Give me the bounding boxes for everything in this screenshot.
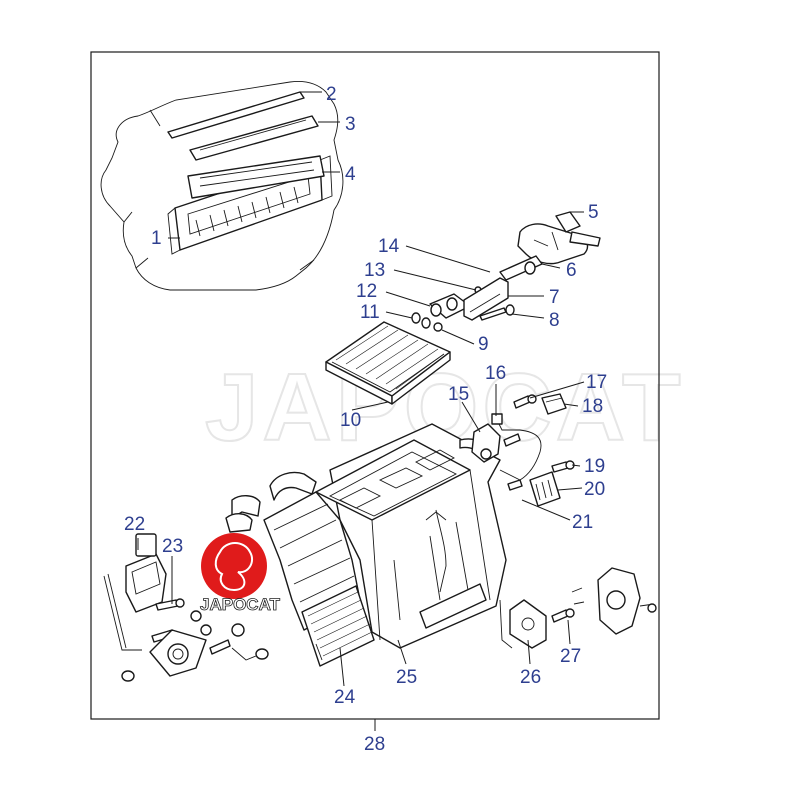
callout-8[interactable]: 8 [549, 310, 560, 331]
callout-4[interactable]: 4 [345, 164, 356, 185]
callout-21[interactable]: 21 [572, 512, 593, 533]
callout-2[interactable]: 2 [326, 84, 337, 105]
callout-15[interactable]: 15 [448, 384, 469, 405]
callout-23[interactable]: 23 [162, 536, 183, 557]
leader-lines [137, 91, 585, 687]
callout-26[interactable]: 26 [520, 667, 541, 688]
evaporator-core [301, 585, 375, 667]
screw-27 [551, 608, 575, 623]
callout-6[interactable]: 6 [566, 260, 577, 281]
screw-19 [551, 460, 575, 473]
trim-strip-2 [167, 91, 305, 139]
pipe-fitting-12 [429, 293, 471, 319]
heater-unit-case [315, 423, 507, 649]
japocat-logo: JAPOCAT [200, 533, 281, 614]
callout-11[interactable]: 11 [360, 302, 380, 323]
callout-10[interactable]: 10 [340, 410, 361, 431]
callout-20[interactable]: 20 [584, 479, 605, 500]
dashboard-outline [100, 81, 344, 291]
motor-plate [121, 629, 207, 682]
callout-19[interactable]: 19 [584, 456, 605, 477]
callout-27[interactable]: 27 [560, 646, 581, 667]
o-ring-9 [433, 322, 443, 332]
connector-18 [541, 393, 567, 415]
screw-8 [479, 304, 515, 321]
screw-21 [507, 479, 523, 491]
callout-7[interactable]: 7 [549, 287, 560, 308]
blower-resistor-20 [529, 471, 561, 507]
callout-24[interactable]: 24 [334, 687, 356, 708]
callout-18[interactable]: 18 [582, 396, 603, 417]
heater-core [325, 321, 451, 405]
o-ring-11 [411, 312, 431, 329]
water-pipe-assembly [499, 211, 601, 281]
clamp-bracket [463, 277, 509, 321]
mode-actuator [125, 533, 167, 613]
logo-wordmark: JAPOCAT [200, 595, 281, 614]
callout-17[interactable]: 17 [586, 372, 607, 393]
actuator-bracket-15 [471, 423, 501, 463]
callout-14[interactable]: 14 [378, 236, 400, 257]
callout-13[interactable]: 13 [364, 260, 385, 281]
wiring-harness-16 [491, 413, 542, 481]
callout-16[interactable]: 16 [485, 363, 506, 384]
trim-strip-3 [189, 115, 319, 161]
mode-door-actuator [571, 567, 657, 635]
callout-3[interactable]: 3 [345, 114, 356, 135]
callout-28[interactable]: 28 [364, 734, 385, 755]
air-mix-actuator-26 [499, 599, 547, 649]
small-fasteners [190, 610, 269, 661]
louver-panel-4 [187, 155, 325, 199]
callout-22[interactable]: 22 [124, 514, 145, 535]
callout-5[interactable]: 5 [588, 202, 599, 223]
callout-25[interactable]: 25 [396, 667, 417, 688]
callout-9[interactable]: 9 [478, 334, 489, 355]
callout-1[interactable]: 1 [151, 228, 162, 249]
callout-12[interactable]: 12 [356, 281, 377, 302]
control-rod [103, 573, 142, 651]
